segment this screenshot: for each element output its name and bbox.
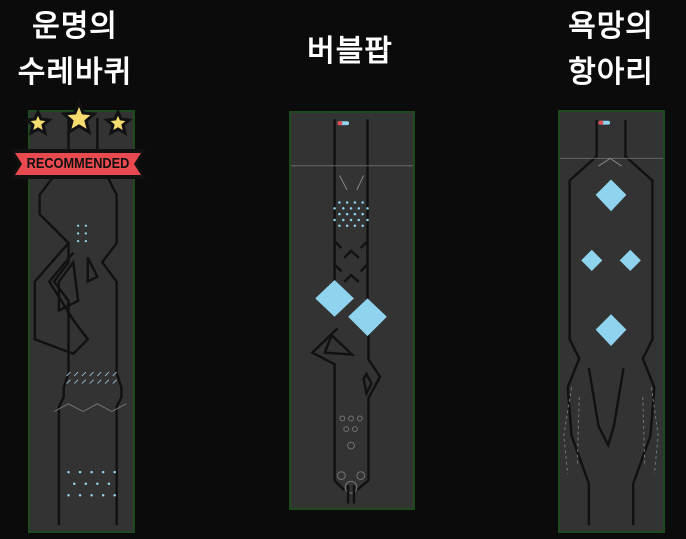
level-1-title-line2: 수레바퀴 xyxy=(17,55,133,90)
level-3-title-line1: 욕망의 xyxy=(568,9,654,44)
level-3-title: 욕망의 항아리 xyxy=(536,4,686,96)
recommended-badge-shape xyxy=(10,149,146,179)
star-icon xyxy=(23,108,53,137)
level-1-title: 운명의 수레바퀴 xyxy=(0,4,150,96)
diamond-icon xyxy=(315,280,354,317)
star-icon xyxy=(60,100,98,136)
dots-1 xyxy=(67,224,116,497)
dots-2 xyxy=(333,201,369,228)
diamond-icon xyxy=(348,298,387,337)
level-1-title-line1: 운명의 xyxy=(32,9,118,44)
diamond-icon xyxy=(619,249,641,271)
star-icon xyxy=(103,108,133,137)
diamond-icon xyxy=(581,249,603,271)
level-2-title: 버블팝 xyxy=(280,29,420,75)
level-2-map[interactable] xyxy=(289,111,415,510)
level-3-title-line2: 항아리 xyxy=(568,55,654,90)
recommended-badge: RECOMMENDED xyxy=(26,155,130,172)
diamond-icon xyxy=(595,314,627,347)
diamond-icon xyxy=(595,179,627,212)
level-2-title-line1: 버블팝 xyxy=(307,34,393,69)
circles-2 xyxy=(336,415,366,494)
level-1-map[interactable] xyxy=(28,110,135,533)
rating-stars xyxy=(23,100,133,137)
level-3-map[interactable] xyxy=(558,110,665,533)
